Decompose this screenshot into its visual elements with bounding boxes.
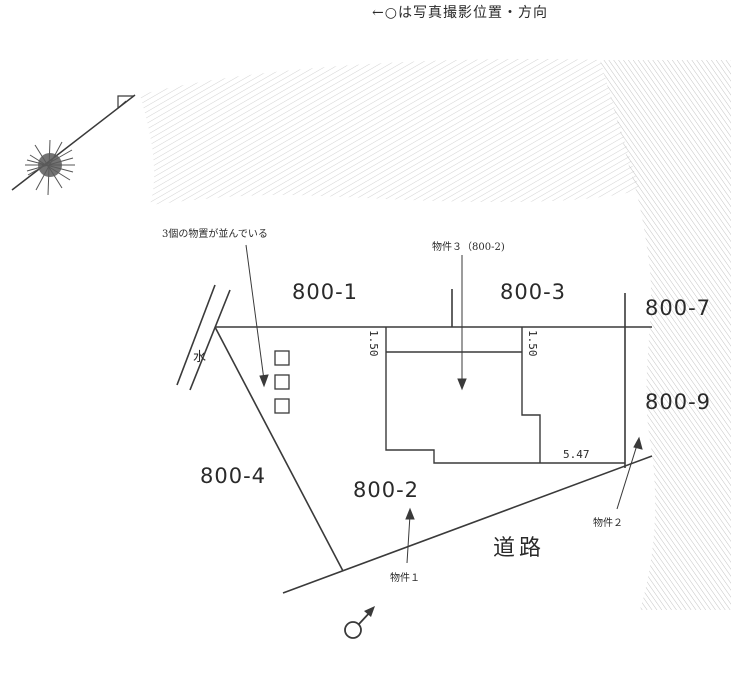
lot-label-800-3: 800-3 (500, 280, 567, 304)
lot-label-800-9: 800-9 (645, 390, 712, 414)
arrow-head-icon (457, 378, 467, 391)
arrow-head-icon (259, 374, 269, 388)
hatched-area-top (140, 59, 640, 205)
north-arrow-icon (11, 94, 136, 196)
annotation-arrows (245, 244, 643, 564)
lot-label-800-1: 800-1 (292, 280, 359, 304)
storage-shed (274, 374, 290, 390)
dimension-left-gap: 1.50 (367, 330, 380, 357)
arrow-head-icon (405, 507, 415, 520)
road-label: 道路 (493, 536, 546, 561)
note-property-1: 物件１ (390, 573, 420, 584)
note-property-3: 物件３（800-2) (432, 242, 505, 253)
water-channel (176, 284, 231, 391)
storage-shed (274, 398, 290, 414)
building-outline (385, 327, 625, 464)
lot-label-800-4: 800-4 (200, 464, 267, 488)
dimension-right-gap: 1.50 (526, 330, 539, 357)
water-label: 水 (193, 350, 207, 365)
lot-label-800-7: 800-7 (645, 296, 712, 320)
note-storage-sheds: 3個の物置が並んでいる (162, 229, 268, 240)
photo-position-icon (344, 606, 375, 639)
hatched-area-right (600, 60, 731, 610)
storage-sheds (274, 350, 290, 414)
note-property-2: 物件２ (593, 518, 623, 529)
lot-boundaries (214, 289, 653, 594)
lot-label-800-2: 800-2 (353, 478, 420, 502)
storage-shed (274, 350, 290, 366)
dimension-bottom-gap: 5.47 (563, 448, 590, 461)
arrow-head-icon (633, 436, 643, 450)
photo-legend: ←○は写真撮影位置・方向 (372, 5, 548, 21)
